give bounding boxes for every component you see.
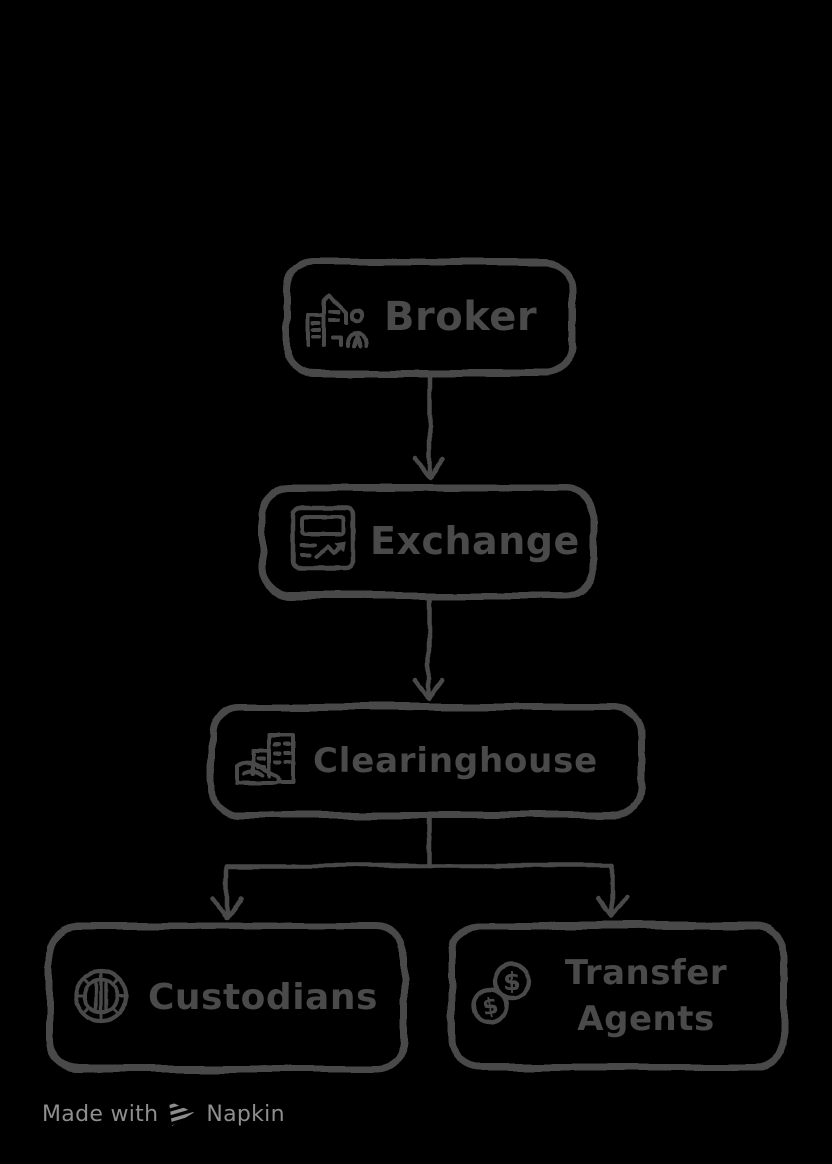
price-board-chart-icon	[290, 505, 356, 571]
arrow-exchange-to-clearinghouse	[412, 596, 446, 702]
node-box-transfer-agents	[448, 922, 788, 1071]
svg-text:$: $	[504, 968, 521, 996]
bank-vault-icon	[73, 968, 129, 1024]
node-label-broker: Broker	[384, 294, 538, 340]
arrow-broker-to-exchange	[413, 374, 447, 481]
node-box-clearinghouse	[208, 703, 646, 819]
arrow-clearinghouse-branch	[224, 816, 616, 869]
brokerage-building-person-icon	[306, 294, 369, 348]
svg-text:$: $	[480, 993, 501, 1022]
watermark: Made with Napkin	[42, 1099, 285, 1129]
node-box-broker	[283, 258, 577, 377]
node-label-custodians: Custodians	[148, 976, 378, 1018]
arrow-branch-to-transfer-agents	[596, 863, 630, 921]
node-label-clearinghouse: Clearinghouse	[313, 740, 599, 781]
node-box-custodians	[45, 922, 408, 1073]
napkin-logo-icon	[169, 1101, 195, 1126]
node-box-exchange	[258, 484, 597, 599]
dollar-coins-icon: $ $	[471, 961, 532, 1025]
buildings-in-hand-icon	[235, 733, 295, 786]
node-label-exchange: Exchange	[370, 519, 580, 563]
made-with-text: Made with	[42, 1101, 159, 1127]
napkin-brand-text: Napkin	[206, 1101, 285, 1127]
node-label-transfer-agents: Transfer Agents	[564, 953, 728, 1039]
arrow-branch-to-custodians	[210, 863, 244, 921]
